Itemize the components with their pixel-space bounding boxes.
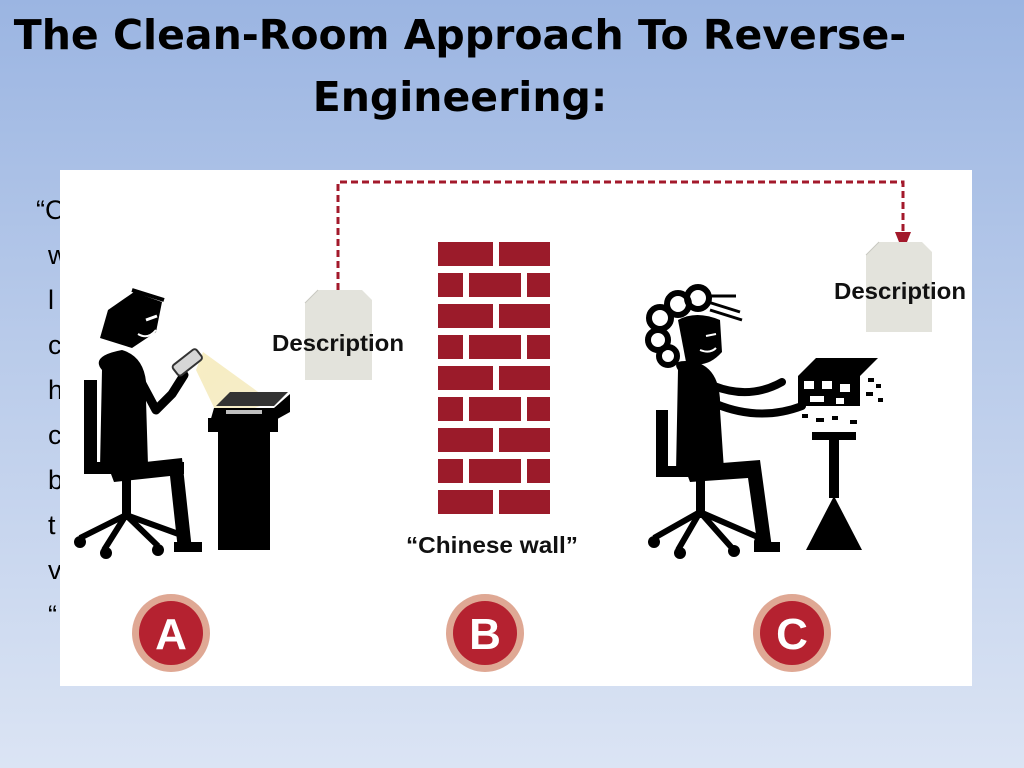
document-right-label: Description	[834, 278, 966, 304]
document-right	[865, 241, 932, 332]
body-line: c	[48, 420, 62, 450]
body-line: h	[48, 375, 64, 405]
body-line: b	[48, 465, 64, 495]
document-left-label: Description	[272, 330, 404, 356]
marker-c: C	[753, 594, 831, 672]
diagram-canvas: Description “Chine	[74, 180, 966, 672]
body-line: “	[48, 600, 57, 630]
chinese-wall-label: “Chinese wall”	[406, 532, 578, 558]
body-line: t	[48, 510, 56, 540]
document-left	[304, 289, 372, 380]
chinese-wall	[438, 242, 550, 514]
body-line: “C	[36, 195, 65, 225]
marker-b: B	[446, 594, 524, 672]
slide-title-line-1: The Clean-Room Approach To Reverse-	[13, 11, 907, 59]
marker-a-letter: A	[155, 610, 187, 659]
person-c-programmer	[645, 284, 883, 559]
slide-title-line-2: Engineering:	[312, 73, 608, 121]
body-line: v	[48, 555, 62, 585]
clean-room-diagram: Description “Chine	[60, 170, 972, 686]
marker-b-letter: B	[469, 610, 501, 659]
handoff-arrow	[336, 180, 911, 290]
slide-title: The Clean-Room Approach To Reverse- Engi…	[0, 4, 920, 128]
body-line: l	[48, 285, 54, 315]
body-line: c	[48, 330, 62, 360]
person-a-engineer	[74, 288, 290, 559]
marker-c-letter: C	[776, 610, 808, 659]
marker-a: A	[132, 594, 210, 672]
